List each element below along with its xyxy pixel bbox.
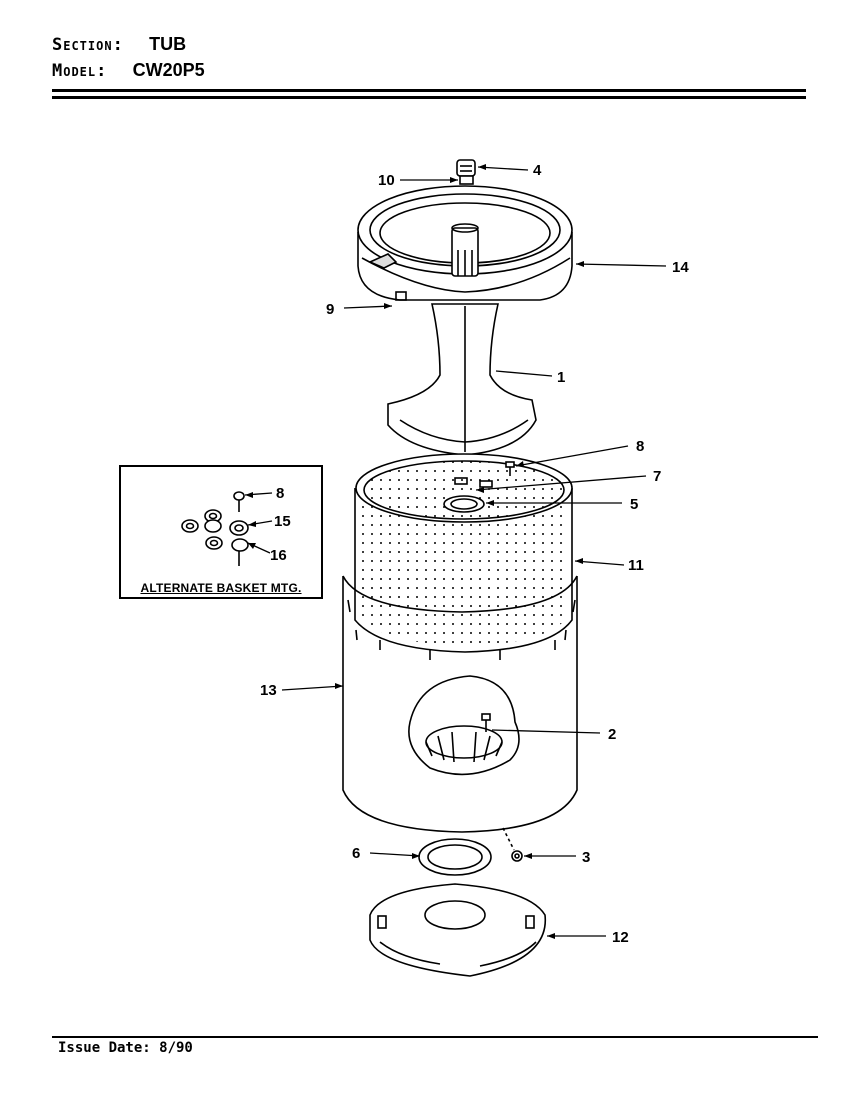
callout-6: 6 <box>352 845 360 862</box>
base-plate-part <box>369 883 547 977</box>
callout-9: 9 <box>326 301 334 318</box>
callout-12: 12 <box>612 929 629 946</box>
inset-callout-16: 16 <box>270 547 287 564</box>
footer-rule <box>52 1036 818 1038</box>
inset-callout-15: 15 <box>274 513 291 530</box>
alternate-basket-inset: ALTERNATE BASKET MTG. <box>119 465 323 599</box>
spin-basket-part <box>354 453 573 653</box>
model-value: CW20P5 <box>132 60 205 80</box>
callout-2: 2 <box>608 726 616 743</box>
header-rule-bottom <box>52 96 806 99</box>
leader-lines <box>281 166 667 937</box>
callout-10: 10 <box>378 172 395 189</box>
section-value: TUB <box>149 34 187 54</box>
section-heading: Section: TUB <box>52 34 186 55</box>
header-rule-top <box>52 89 806 92</box>
inset-callout-8: 8 <box>276 485 284 502</box>
bolt-part <box>502 827 523 862</box>
agitator-shaft <box>451 223 479 277</box>
model-label: Model: <box>52 61 108 81</box>
callout-14: 14 <box>672 259 689 276</box>
callout-11: 11 <box>628 557 644 574</box>
callout-4: 4 <box>533 162 542 179</box>
section-label: Section: <box>52 35 124 55</box>
issue-date: Issue Date: 8/90 <box>58 1040 193 1056</box>
agitator-column-part <box>387 303 537 456</box>
callout-1: 1 <box>557 369 565 386</box>
agitator-cap-part <box>456 159 476 185</box>
inset-caption: ALTERNATE BASKET MTG. <box>140 581 302 595</box>
model-heading: Model: CW20P5 <box>52 60 205 81</box>
callout-5: 5 <box>630 496 638 513</box>
inset-parts <box>181 491 249 566</box>
outer-tub-part <box>342 575 578 833</box>
callout-8: 8 <box>636 438 644 455</box>
callout-3: 3 <box>582 849 590 866</box>
gasket-part <box>418 838 492 876</box>
callout-7: 7 <box>653 468 661 485</box>
callout-13: 13 <box>260 682 277 699</box>
